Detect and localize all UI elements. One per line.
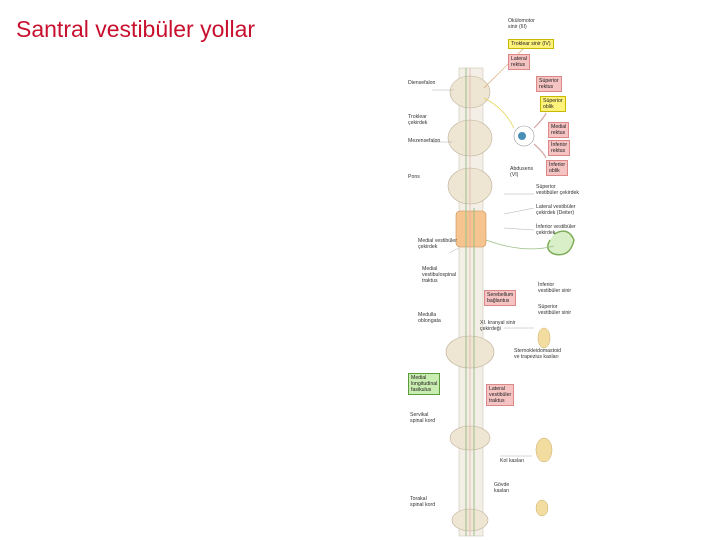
box-medial-rektus: Medial rektus: [548, 122, 570, 138]
arm-muscle-icon: [535, 437, 553, 463]
label-inferior-vest-cekirdek: İnferior vestibüler çekirdek: [536, 224, 576, 236]
box-inferior-oblik: İnferior oblik: [546, 160, 569, 176]
box-medial-longitudinal: Medial longitudinal fasikulus: [408, 373, 441, 395]
eye-muscles: [533, 112, 547, 159]
box-lateral-rektus: Lateral rektus: [508, 54, 530, 70]
neck-muscle-icon: [537, 327, 551, 349]
inner-ear-icon: [547, 230, 575, 256]
label-sternokleido: Sternokleidomastoid ve trapezius kasları: [514, 348, 562, 360]
label-pons: Pons: [408, 174, 420, 180]
box-lateral-vestibulospinal: Lateral vestibüler traktus: [486, 384, 515, 406]
label-superior-vest-sinir: Süperior vestibüler sinir: [538, 304, 572, 316]
label-servikal: Servikal spinal kord: [410, 412, 436, 424]
vestibular-pathways-figure: Diensefalon Troklear çekirdek Mezensefal…: [404, 8, 594, 538]
trochlear-nerve: [483, 97, 515, 129]
box-troklear-sinir: Troklear sinir (IV): [508, 39, 554, 49]
neuroanatomy-drawing: [432, 47, 575, 537]
box-superior-oblik: Süperior oblik: [540, 96, 566, 112]
label-inferior-vest-sinir: İnferior vestibüler sinir: [538, 282, 572, 294]
label-medial-vestibulospinal: Medial vestibulospinal traktus: [422, 266, 457, 284]
box-inferior-rektus: İnferior rektus: [548, 140, 571, 156]
vestibular-nuclei-block: [455, 210, 487, 248]
box-superior-rektus: Süperior rektus: [536, 76, 562, 92]
label-okulomotor: Okülomotor sinir (III): [508, 18, 535, 30]
label-lateral-vest-cekirdek: Lateral vestibüler çekirdek (Deiter): [536, 204, 576, 216]
label-kol-kaslari: Kol kasları: [500, 458, 525, 464]
label-abdusens: Abdusens (VI): [510, 166, 534, 178]
box-serebellum: Serebellum bağlantısı: [484, 290, 517, 306]
label-mezensefalon: Mezensefalon: [408, 138, 441, 144]
label-superior-vest-cekirdek: Süperior vestibüler çekirdek: [536, 184, 579, 196]
oculomotor-nerve: [483, 47, 525, 89]
iris-icon: [518, 132, 526, 140]
label-kranyal-xi: XI. kranyal sinir çekirdeği: [480, 320, 516, 332]
trunk-muscle-icon: [535, 499, 549, 517]
label-diensefalon: Diensefalon: [408, 80, 436, 86]
label-medial-vestibuler-cekirdek: Medial vestibüler çekirdek: [418, 238, 457, 250]
label-govde-kaslari: Gövde kasları: [494, 482, 510, 494]
vestibular-nerve: [485, 239, 555, 250]
slide-title: Santral vestibüler yollar: [16, 16, 256, 42]
label-medulla: Medulla oblongata: [418, 312, 441, 324]
label-troklear-cekirdek: Troklear çekirdek: [408, 114, 428, 126]
label-torakal: Torakal spinal kord: [410, 496, 436, 508]
